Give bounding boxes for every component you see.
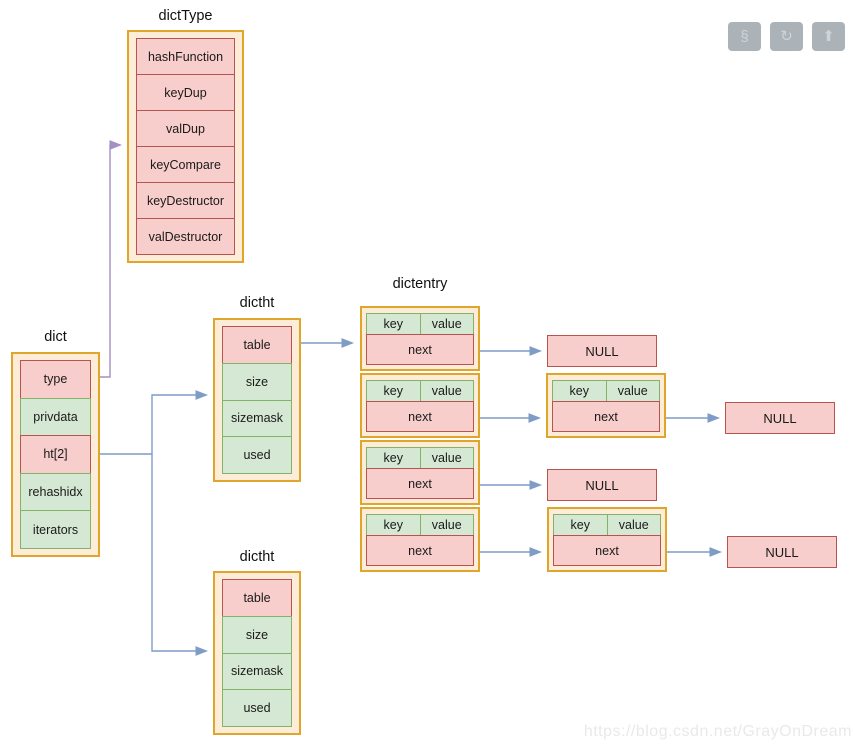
entry-key-cell: key	[366, 447, 421, 469]
field-size: size	[222, 362, 292, 401]
entry-value-cell: value	[419, 447, 474, 469]
entry-next-cell: next	[366, 535, 474, 566]
arrow-ht-to-dictht-bottom	[151, 454, 209, 656]
refresh-button[interactable]: ↻	[770, 22, 803, 51]
field-iterators: iterators	[20, 510, 91, 549]
field-hashfunction: hashFunction	[136, 38, 235, 75]
entry-next-cell: next	[553, 535, 661, 566]
field-sizemask: sizemask	[222, 399, 292, 438]
entry-key-cell: key	[366, 514, 421, 536]
entry-next-cell: next	[366, 401, 474, 432]
entry-value-cell: value	[606, 514, 661, 536]
null-box-1: NULL	[547, 335, 657, 367]
dictentry-bucket-1: key value next	[360, 306, 480, 371]
dict-title: dict	[44, 329, 67, 345]
field-keydestructor: keyDestructor	[136, 182, 235, 219]
entry-next-cell: next	[366, 334, 474, 365]
field-sizemask: sizemask	[222, 652, 292, 691]
dictentry-title: dictentry	[392, 276, 448, 292]
dictht-bottom-title: dictht	[239, 549, 275, 565]
csdn-watermark: https://blog.csdn.net/GrayOnDream	[583, 723, 852, 740]
section-sign-icon: §	[740, 28, 749, 45]
field-keycompare: keyCompare	[136, 146, 235, 183]
blog-toolbar: § ↻ ⬆	[728, 22, 845, 51]
field-privdata: privdata	[20, 397, 91, 437]
field-used: used	[222, 689, 292, 727]
dictentry-bucket-3: key value next	[360, 440, 480, 505]
field-table: table	[222, 326, 292, 364]
dicttype-struct: hashFunction keyDup valDup keyCompare ke…	[127, 30, 244, 263]
field-used: used	[222, 436, 292, 474]
dict-struct: type privdata ht[2] rehashidx iterators	[11, 352, 100, 557]
field-ht2: ht[2]	[20, 435, 91, 474]
null-box-2: NULL	[725, 402, 835, 434]
null-box-3: NULL	[547, 469, 657, 501]
entry-next-cell: next	[552, 401, 660, 432]
field-table: table	[222, 579, 292, 617]
field-rehashidx: rehashidx	[20, 472, 91, 512]
up-arrow-icon: ⬆	[822, 28, 835, 45]
field-type: type	[20, 360, 91, 399]
entry-key-cell: key	[552, 380, 607, 402]
field-size: size	[222, 615, 292, 654]
dicttype-title: dictType	[158, 8, 213, 24]
dictentry-bucket-2: key value next	[360, 373, 480, 438]
entry-key-cell: key	[553, 514, 608, 536]
entry-value-cell: value	[419, 514, 474, 536]
dictentry-chained-1: key value next	[546, 373, 666, 438]
entry-value-cell: value	[419, 313, 474, 335]
dictentry-bucket-4: key value next	[360, 507, 480, 572]
dictht-top-struct: table size sizemask used	[213, 318, 301, 482]
dictht-bottom-struct: table size sizemask used	[213, 571, 301, 735]
field-valdestructor: valDestructor	[136, 218, 235, 255]
back-to-top-button[interactable]: ⬆	[812, 22, 845, 51]
arrow-ht-to-dictht-top	[93, 390, 209, 455]
field-valdup: valDup	[136, 110, 235, 147]
entry-key-cell: key	[366, 380, 421, 402]
entry-key-cell: key	[366, 313, 421, 335]
refresh-icon: ↻	[780, 28, 793, 45]
field-keydup: keyDup	[136, 74, 235, 111]
dictentry-chained-2: key value next	[547, 507, 667, 572]
entry-next-cell: next	[366, 468, 474, 499]
dictht-top-title: dictht	[239, 295, 275, 311]
null-box-4: NULL	[727, 536, 837, 568]
entry-value-cell: value	[419, 380, 474, 402]
entry-value-cell: value	[605, 380, 660, 402]
section-sign-button[interactable]: §	[728, 22, 761, 51]
